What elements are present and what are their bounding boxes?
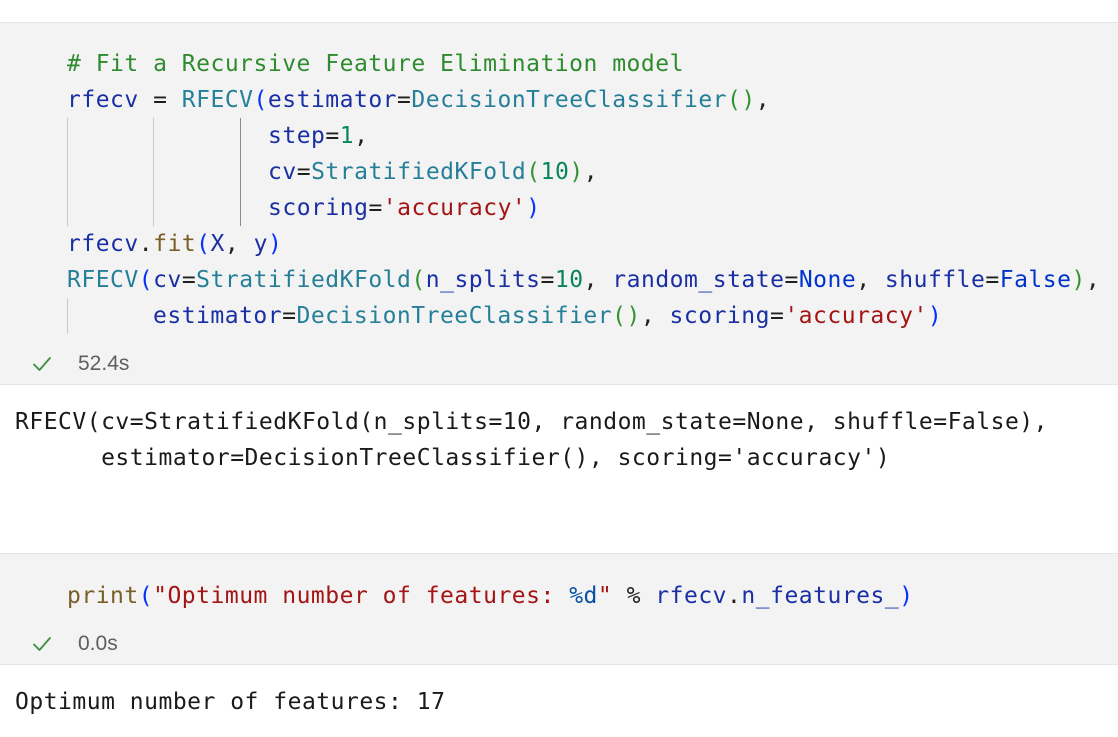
punctuation: , xyxy=(354,123,369,149)
operator: = xyxy=(784,267,799,293)
execution-time: 52.4s xyxy=(78,352,130,375)
variable: rfecv xyxy=(67,87,139,113)
code-line-cv[interactable]: cv=StratifiedKFold(10), xyxy=(268,154,598,190)
output-line: RFECV(cv=StratifiedKFold(n_splits=10, ra… xyxy=(15,409,1048,435)
execution-time: 0.0s xyxy=(78,632,118,655)
code-line-fit[interactable]: rfecv.fit(X, y) xyxy=(67,226,282,262)
paren: ( xyxy=(138,267,154,293)
format-specifier: %d xyxy=(569,583,598,609)
paren: ) xyxy=(267,231,283,257)
code-cell-1[interactable] xyxy=(0,22,1118,385)
code-line-comment[interactable]: # Fit a Recursive Feature Elimination mo… xyxy=(67,46,684,82)
paren: ) xyxy=(1071,267,1086,293)
operator: = xyxy=(296,159,312,185)
operator: = xyxy=(282,303,297,329)
operator: = xyxy=(397,87,412,113)
variable: rfecv xyxy=(655,583,728,609)
string-literal: 'accuracy' xyxy=(784,303,928,329)
param-name: random_state xyxy=(612,267,785,293)
output-line: estimator=DecisionTreeClassifier(), scor… xyxy=(15,445,891,471)
operator: = xyxy=(368,195,383,221)
keyword: None xyxy=(798,267,857,293)
param-name: scoring xyxy=(268,195,369,221)
string-literal: 'accuracy' xyxy=(382,195,527,221)
param-name: step xyxy=(268,123,326,149)
string-literal: " xyxy=(597,583,613,609)
code-line-print[interactable]: print("Optimum number of features: %d" %… xyxy=(67,578,914,614)
punctuation: . xyxy=(138,231,154,257)
param-name: cv xyxy=(268,159,297,185)
paren: ) xyxy=(899,583,914,609)
paren: ( xyxy=(526,159,541,185)
code-line-scoring[interactable]: scoring='accuracy') xyxy=(268,190,541,226)
param-name: estimator xyxy=(153,303,283,329)
class-name: RFECV xyxy=(181,87,254,113)
class-name: DecisionTreeClassifier xyxy=(411,87,728,113)
operator: = xyxy=(138,87,182,113)
indent-guide xyxy=(153,118,154,226)
argument: X xyxy=(210,231,225,257)
punctuation: , xyxy=(1085,267,1101,293)
operator: = xyxy=(181,267,197,293)
punctuation: , xyxy=(755,87,771,113)
paren: ( xyxy=(411,267,426,293)
number-literal: 10 xyxy=(540,159,570,185)
code-line-repr-2[interactable]: estimator=DecisionTreeClassifier(), scor… xyxy=(153,298,942,334)
punctuation: , xyxy=(583,267,613,293)
execution-status: 52.4s xyxy=(32,350,129,378)
paren: ) xyxy=(569,159,584,185)
argument: y xyxy=(253,231,268,257)
number-literal: 10 xyxy=(554,267,584,293)
paren: () xyxy=(612,303,641,329)
paren: ( xyxy=(196,231,211,257)
punctuation: , xyxy=(640,303,670,329)
punctuation: , xyxy=(224,231,254,257)
paren: ( xyxy=(138,583,154,609)
param-name: cv xyxy=(153,267,182,293)
output-line: Optimum number of features: 17 xyxy=(15,689,446,715)
check-icon xyxy=(33,357,51,371)
operator: % xyxy=(612,583,656,609)
paren: ) xyxy=(927,303,943,329)
param-name: shuffle xyxy=(884,267,986,293)
attribute: n_features_ xyxy=(741,583,900,609)
variable: rfecv xyxy=(67,231,139,257)
operator: = xyxy=(540,267,555,293)
operator: = xyxy=(985,267,1000,293)
paren: ( xyxy=(253,87,268,113)
param-name: n_splits xyxy=(425,267,541,293)
execution-status: 0.0s xyxy=(32,630,118,658)
operator: = xyxy=(769,303,785,329)
string-literal: "Optimum number of features: xyxy=(153,583,570,609)
class-name: StratifiedKFold xyxy=(311,159,527,185)
class-name: StratifiedKFold xyxy=(196,267,412,293)
indent-guide-active xyxy=(240,118,241,226)
operator: = xyxy=(325,123,340,149)
class-name: RFECV xyxy=(67,267,139,293)
code-cell-2[interactable] xyxy=(0,553,1118,665)
check-icon xyxy=(33,637,51,651)
comment-text: # Fit a Recursive Feature Elimination mo… xyxy=(67,51,684,77)
function-name: print xyxy=(67,583,139,609)
punctuation: , xyxy=(856,267,885,293)
paren: ) xyxy=(526,195,541,221)
function-name: fit xyxy=(153,231,197,257)
code-line-repr-1[interactable]: RFECV(cv=StratifiedKFold(n_splits=10, ra… xyxy=(67,262,1100,298)
punctuation: , xyxy=(583,159,599,185)
punctuation: . xyxy=(727,583,742,609)
param-name: estimator xyxy=(267,87,398,113)
indent-guide xyxy=(67,118,68,226)
code-line-rfecv-assign[interactable]: rfecv = RFECV(estimator=DecisionTreeClas… xyxy=(67,82,770,118)
keyword: False xyxy=(999,267,1072,293)
class-name: DecisionTreeClassifier xyxy=(296,303,613,329)
param-name: scoring xyxy=(669,303,770,329)
paren: () xyxy=(727,87,756,113)
number-literal: 1 xyxy=(339,123,355,149)
code-line-step[interactable]: step=1, xyxy=(268,118,368,154)
indent-guide xyxy=(67,298,68,334)
